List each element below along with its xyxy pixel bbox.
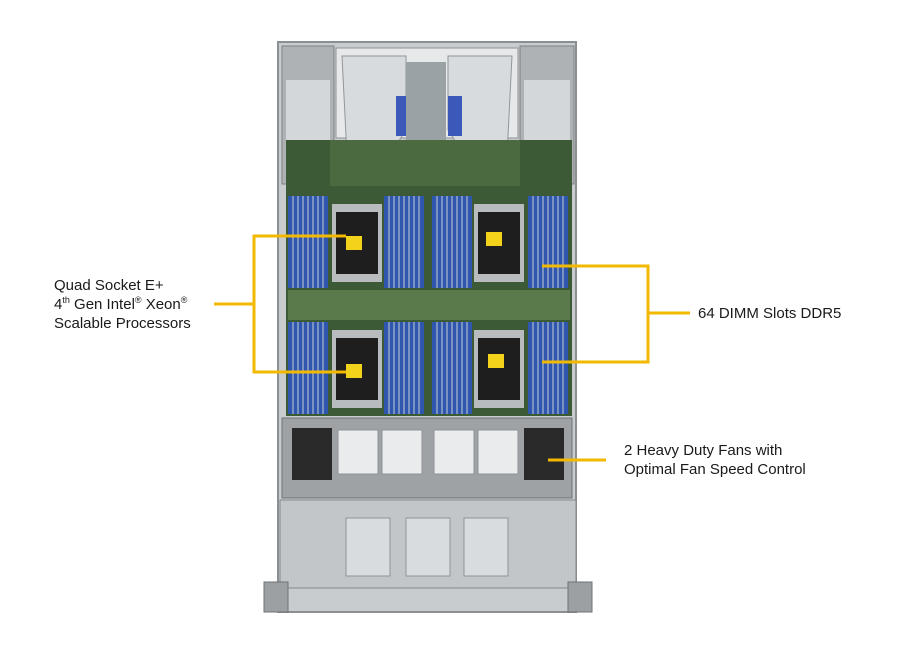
registered-mark: ® <box>134 295 142 305</box>
callout-processors-line2: 4th Gen Intel® Xeon® <box>54 295 191 314</box>
brand-intel: Gen Intel <box>69 296 135 313</box>
front-panel-2 <box>405 517 451 577</box>
front-panel-1 <box>345 517 391 577</box>
dimm-dividers <box>292 196 564 414</box>
callout-memory: 64 DIMM Slots DDR5 <box>698 304 841 323</box>
callout-memory-text: 64 DIMM Slots DDR5 <box>698 305 842 322</box>
ordinal-suffix: th <box>62 295 70 305</box>
fans <box>292 428 564 480</box>
front-panel-3 <box>463 517 509 577</box>
callout-fans-line1: 2 Heavy Duty Fans with <box>624 442 783 459</box>
brand-xeon: Xeon <box>141 296 181 313</box>
callout-fans: 2 Heavy Duty Fans with Optimal Fan Speed… <box>624 441 806 479</box>
riser-latch-right <box>448 96 462 136</box>
rack-ear-right <box>567 581 593 613</box>
callout-processors: Quad Socket E+ 4th Gen Intel® Xeon® Scal… <box>54 276 191 333</box>
cpu-sockets <box>332 204 524 408</box>
board-center-strip <box>288 290 570 320</box>
rack-ear-left <box>263 581 289 613</box>
callout-fans-line2: Optimal Fan Speed Control <box>624 461 806 478</box>
gen-number: 4 <box>54 296 63 313</box>
callout-processors-line3: Scalable Processors <box>54 315 191 332</box>
board-rear-area <box>330 140 520 186</box>
callout-lines <box>214 234 690 462</box>
callout-processors-line1: Quad Socket E+ <box>54 277 164 294</box>
registered-mark: ® <box>180 295 188 305</box>
